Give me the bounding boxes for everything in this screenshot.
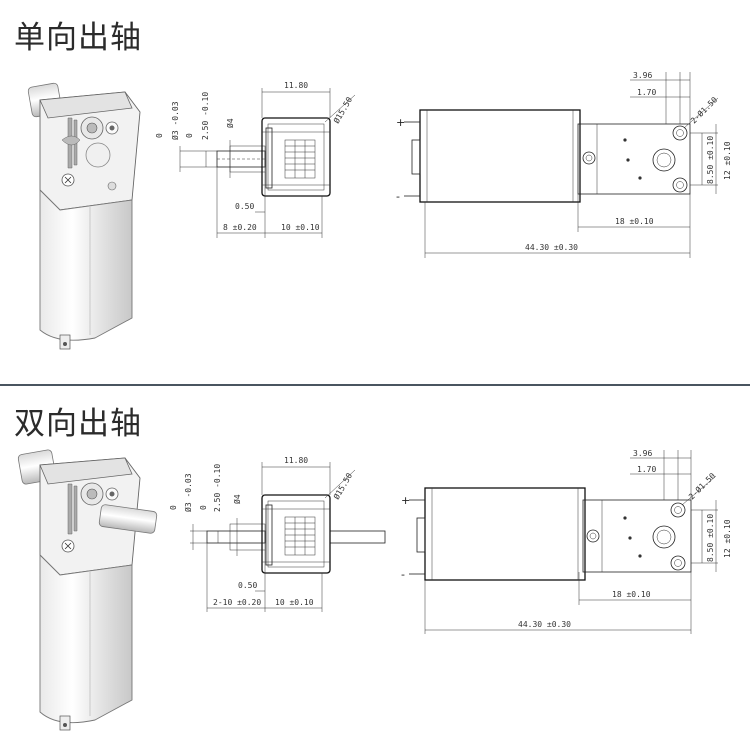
dim-11-80-b: 11.80 (284, 456, 308, 465)
dim-3-96: 3.96 (633, 71, 652, 80)
dim-12: 12 ±0.10 (723, 141, 732, 180)
dim-2-50-b: 2.50 -0.10 (213, 464, 222, 512)
dim-1-70: 1.70 (637, 88, 656, 97)
terminal-plus: + (396, 116, 405, 129)
terminal-minus: - (396, 190, 400, 203)
motor-illustration-single (27, 82, 141, 350)
dim-10-b: 10 ±0.10 (275, 598, 314, 607)
dim-1-70-b: 1.70 (637, 465, 656, 474)
section-title-double-shaft: 双向出轴 (14, 406, 142, 442)
dim-44-30-b: 44.30 ±0.30 (518, 620, 571, 629)
side-view-single: 11.80 Ø15.50 0 Ø3 -0.03 0 2.50 -0.10 Ø4 … (155, 81, 356, 238)
side-view-double: 11.80 Ø15.50 0 Ø3 -0.03 0 2.50 -0.10 Ø4 … (169, 456, 386, 612)
terminal-plus-b: + (401, 494, 410, 507)
dim-zero-tol-b-b: 0 (199, 505, 208, 510)
dim-3-96-b: 3.96 (633, 449, 652, 458)
dim-dia-4-b: Ø4 (232, 494, 242, 504)
section-divider (0, 384, 750, 386)
dim-8-50-b: 8.50 ±0.10 (706, 514, 715, 562)
section-title-single-shaft: 单向出轴 (14, 20, 142, 56)
terminal-minus-b: - (401, 568, 405, 581)
motor-illustration-double (17, 449, 158, 731)
dim-dia-3: Ø3 -0.03 (170, 101, 180, 140)
dim-dia-3-b: Ø3 -0.03 (183, 473, 193, 512)
dim-44-30: 44.30 ±0.30 (525, 243, 578, 252)
dim-10: 10 ±0.10 (281, 223, 320, 232)
top-view-single: + - 3.96 1.70 2-Ø1.50 8.50 ±0.10 12 ±0.1… (396, 71, 732, 258)
dim-2-50: 2.50 -0.10 (201, 92, 210, 140)
dim-2-10: 2-10 ±0.20 (213, 598, 261, 607)
dim-8-50: 8.50 ±0.10 (706, 136, 715, 184)
dim-11-80: 11.80 (284, 81, 308, 90)
dim-8: 8 ±0.20 (223, 223, 257, 232)
dim-dia-15-50: Ø15.50 (331, 95, 354, 125)
dim-dia-4: Ø4 (225, 118, 235, 128)
dim-18-b: 18 ±0.10 (612, 590, 651, 599)
top-view-double: + - 3.96 1.70 2-Ø1.50 8.50 ±0.10 12 ±0.1… (401, 449, 732, 634)
dim-zero-tol-b: 0 (185, 133, 194, 138)
dim-2-dia-1-50: 2-Ø1.50 (688, 94, 719, 125)
dim-0-50-b: 0.50 (238, 581, 257, 590)
dim-0-50: 0.50 (235, 202, 254, 211)
dim-12-b: 12 ±0.10 (723, 519, 732, 558)
dim-18: 18 ±0.10 (615, 217, 654, 226)
dim-dia-15-50-b: Ø15.50 (331, 471, 354, 501)
dim-zero-tol-a-b: 0 (169, 505, 178, 510)
dim-zero-tol-a: 0 (155, 133, 164, 138)
